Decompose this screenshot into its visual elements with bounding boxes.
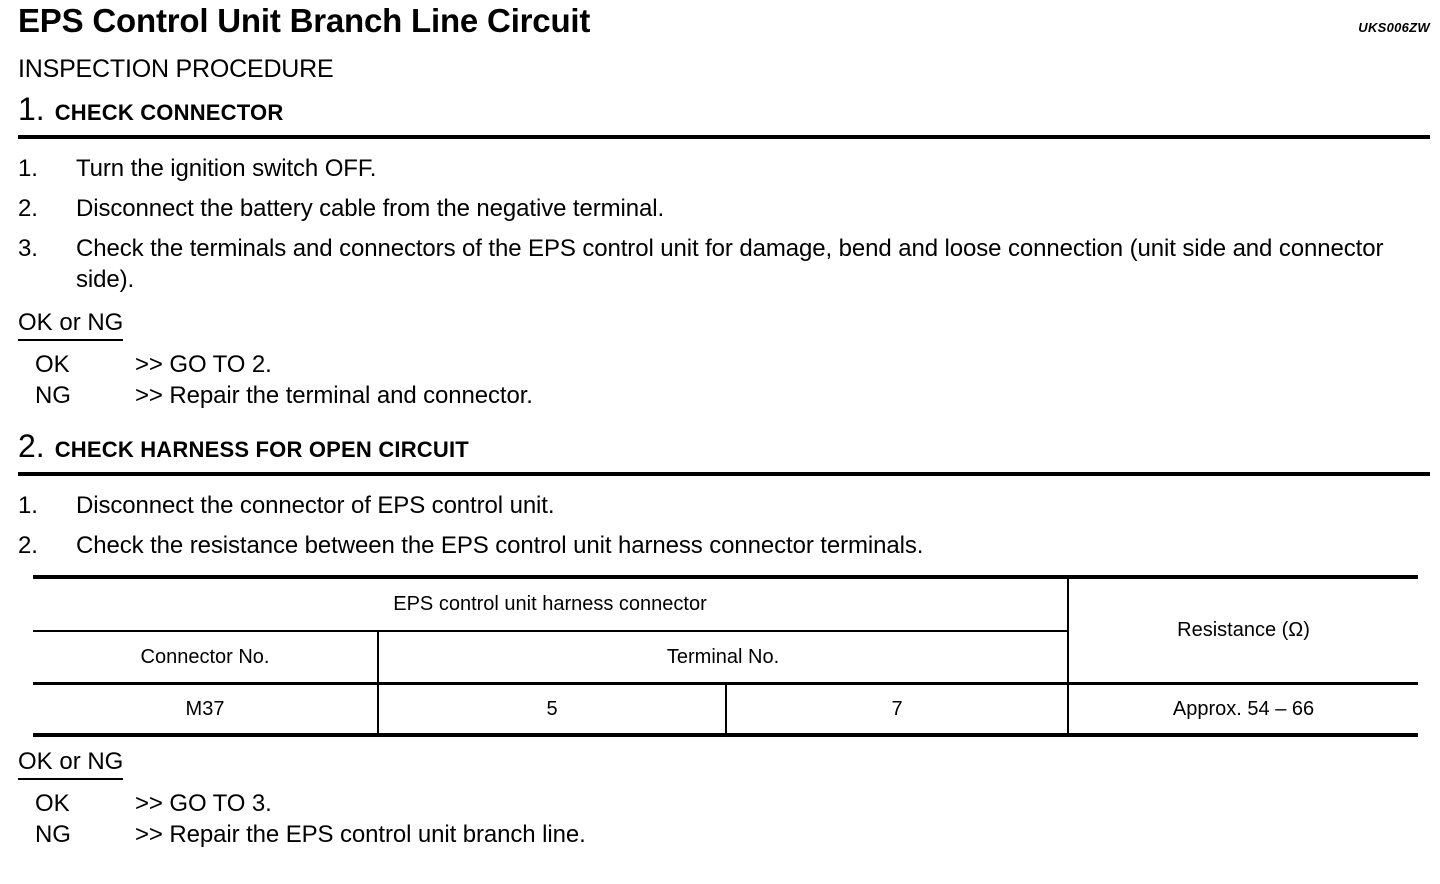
list-item-text: Disconnect the battery cable from the ne… bbox=[76, 195, 665, 222]
page-title: EPS Control Unit Branch Line Circuit bbox=[18, 2, 591, 39]
result-block-2: OK or NG OK >> GO TO 3. NG >> Repair the… bbox=[18, 743, 1430, 850]
step-divider-1 bbox=[18, 135, 1430, 139]
step-divider-2 bbox=[18, 472, 1430, 476]
spec-table: EPS control unit harness connector Resis… bbox=[33, 575, 1419, 737]
result-value: >> Repair the EPS control unit branch li… bbox=[135, 821, 586, 848]
table-row-subheader: Connector No. Terminal No. bbox=[33, 630, 1418, 684]
result-row: OK >> GO TO 2. bbox=[18, 349, 1430, 380]
result-heading-2: OK or NG bbox=[18, 747, 124, 780]
list-item: 1. Disconnect the connector of EPS contr… bbox=[18, 490, 1430, 521]
list-item-number: 2. bbox=[18, 532, 38, 559]
result-value: >> GO TO 3. bbox=[135, 790, 272, 817]
cell-resistance: Approx. 54 – 66 bbox=[1067, 682, 1419, 737]
procedure-list-2: 1. Disconnect the connector of EPS contr… bbox=[18, 490, 1430, 561]
result-row: NG >> Repair the EPS control unit branch… bbox=[18, 819, 1430, 850]
result-row: NG >> Repair the terminal and connector. bbox=[18, 380, 1430, 411]
table-header-resistance: Resistance (Ω) bbox=[1067, 575, 1419, 684]
spec-table-wrap: EPS control unit harness connector Resis… bbox=[18, 575, 1430, 737]
list-item: 3. Check the terminals and connectors of… bbox=[18, 233, 1430, 295]
list-item-text: Check the terminals and connectors of th… bbox=[76, 235, 1384, 293]
section-label: INSPECTION PROCEDURE bbox=[18, 55, 334, 83]
step-title-2: CHECK HARNESS FOR OPEN CIRCUIT bbox=[54, 437, 469, 462]
list-item-text: Disconnect the connector of EPS control … bbox=[76, 492, 555, 519]
cell-terminal-a: 5 bbox=[377, 682, 726, 737]
step-number-1: 1. bbox=[18, 91, 45, 127]
document-code: UKS006ZW bbox=[1358, 20, 1430, 35]
result-key: NG bbox=[35, 382, 71, 409]
list-item-number: 3. bbox=[18, 235, 38, 262]
result-value: >> GO TO 2. bbox=[135, 351, 272, 378]
step-heading-2: 2. CHECK HARNESS FOR OPEN CIRCUIT bbox=[18, 429, 1430, 465]
list-item-number: 1. bbox=[18, 155, 38, 182]
list-item: 1. Turn the ignition switch OFF. bbox=[18, 153, 1430, 184]
list-item-number: 2. bbox=[18, 195, 38, 222]
list-item: 2. Disconnect the battery cable from the… bbox=[18, 193, 1430, 224]
table-row: M37 5 7 Approx. 54 – 66 bbox=[33, 682, 1419, 737]
result-heading-1: OK or NG bbox=[18, 308, 124, 341]
list-item: 2. Check the resistance between the EPS … bbox=[18, 530, 1430, 561]
procedure-list-1: 1. Turn the ignition switch OFF. 2. Disc… bbox=[18, 153, 1430, 295]
result-rows-1: OK >> GO TO 2. NG >> Repair the terminal… bbox=[18, 349, 1430, 411]
step-heading-1: 1. CHECK CONNECTOR bbox=[18, 92, 1430, 128]
result-key: NG bbox=[35, 821, 71, 848]
result-row: OK >> GO TO 3. bbox=[18, 788, 1430, 819]
table-header-group: EPS control unit harness connector bbox=[33, 575, 1069, 631]
list-item-text: Turn the ignition switch OFF. bbox=[76, 155, 377, 182]
result-key: OK bbox=[35, 790, 70, 817]
result-rows-2: OK >> GO TO 3. NG >> Repair the EPS cont… bbox=[18, 788, 1430, 850]
result-key: OK bbox=[35, 351, 70, 378]
step-title-1: CHECK CONNECTOR bbox=[54, 100, 284, 125]
list-item-text: Check the resistance between the EPS con… bbox=[76, 532, 924, 559]
table-header-connector-no: Connector No. bbox=[33, 630, 378, 684]
step-number-2: 2. bbox=[18, 428, 45, 464]
result-value: >> Repair the terminal and connector. bbox=[135, 382, 533, 409]
document-header: EPS Control Unit Branch Line Circuit UKS… bbox=[18, 0, 1430, 48]
cell-terminal-b: 7 bbox=[724, 682, 1069, 737]
list-item-number: 1. bbox=[18, 492, 38, 519]
cell-connector-no: M37 bbox=[33, 682, 378, 737]
table-header-terminal-no: Terminal No. bbox=[376, 630, 1069, 684]
table-row-group-header: EPS control unit harness connector Resis… bbox=[33, 575, 1419, 684]
result-block-1: OK or NG OK >> GO TO 2. NG >> Repair the… bbox=[18, 304, 1430, 411]
